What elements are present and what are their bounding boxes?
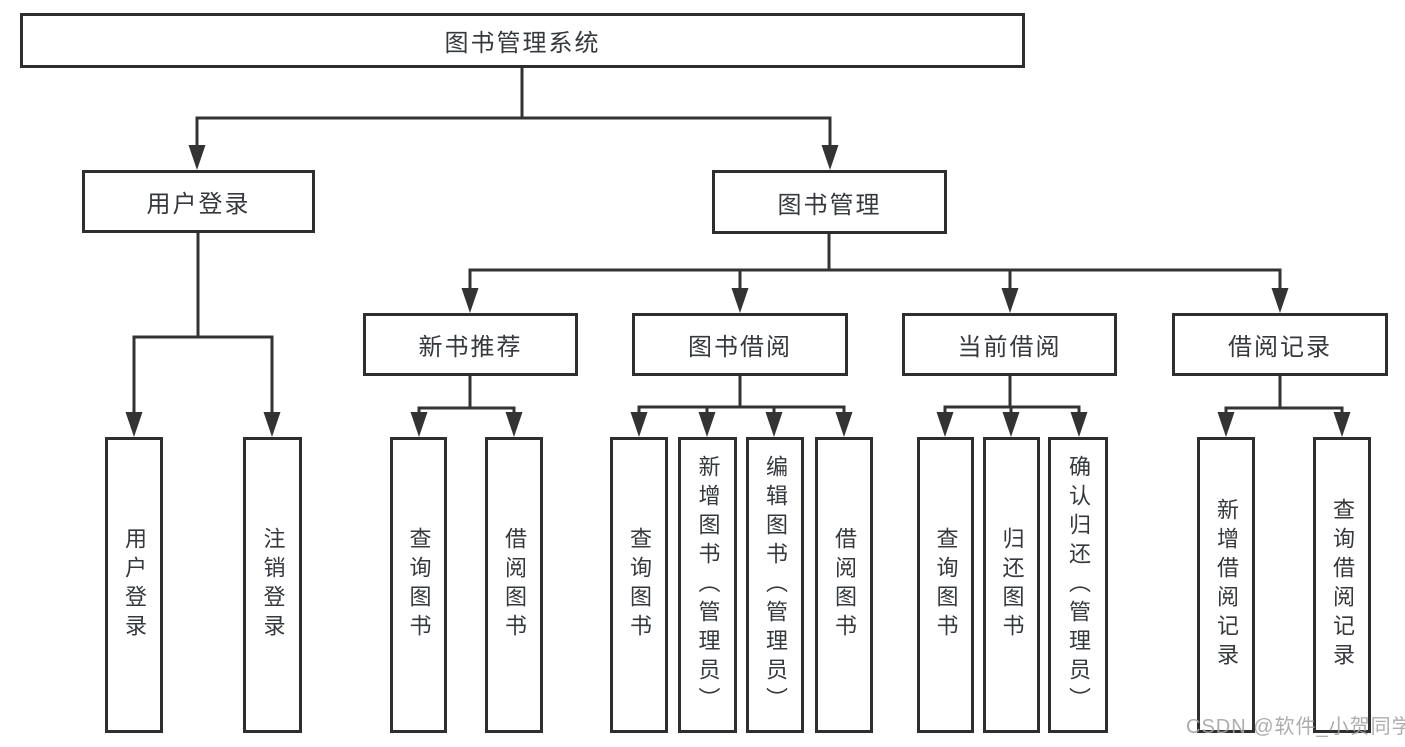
arrowhead: [936, 412, 954, 437]
connector-bookmgmt-to-level3: [468, 232, 1282, 297]
leaf-return-books: 归还图书: [983, 437, 1040, 733]
node-book-borrowing: 图书借阅: [632, 313, 848, 376]
arrowhead: [630, 412, 648, 437]
leaf-query-borrow-record: 查询借阅记录: [1313, 437, 1371, 733]
leaf-borrow-books-recommend: 借阅图书: [485, 437, 543, 733]
arrowhead: [461, 288, 479, 313]
leaf-query-books-borrow-label: 查询图书: [627, 527, 652, 643]
node-book-management-system-label: 图书管理系统: [444, 30, 601, 57]
leaf-borrow-books-recommend-label: 借阅图书: [502, 527, 527, 643]
arrowhead: [1001, 288, 1019, 313]
leaf-query-books-current-label: 查询图书: [933, 527, 959, 643]
node-book-borrowing-label: 图书借阅: [688, 334, 792, 361]
node-book-management-system: 图书管理系统: [20, 13, 1025, 68]
arrowhead: [698, 412, 716, 437]
leaf-add-borrow-record-label: 新增借阅记录: [1214, 498, 1239, 672]
leaf-query-borrow-record-label: 查询借阅记录: [1330, 498, 1355, 672]
arrowhead: [188, 145, 206, 170]
leaf-query-books-borrow: 查询图书: [610, 437, 668, 733]
leaf-confirm-return-admin: 确认归还（管理员）: [1048, 437, 1108, 733]
leaf-logout-label: 注销登录: [260, 527, 286, 643]
leaf-user-login: 用户登录: [105, 437, 163, 733]
arrowhead: [1217, 412, 1235, 437]
csdn-watermark: CSDN @软件_小贺同学: [1186, 716, 1405, 738]
leaf-return-books-label: 归还图书: [999, 527, 1025, 643]
arrowhead: [835, 412, 853, 437]
arrowhead: [731, 288, 749, 313]
arrowhead: [1002, 412, 1020, 437]
node-borrowing-records-label: 借阅记录: [1228, 334, 1332, 361]
connector-records-to-children: [1224, 374, 1344, 422]
node-borrowing-records: 借阅记录: [1172, 313, 1388, 376]
arrowhead: [1070, 412, 1088, 437]
arrowhead: [125, 412, 143, 437]
leaf-query-books-recommend: 查询图书: [390, 437, 447, 733]
leaf-user-login-label: 用户登录: [122, 527, 147, 643]
leaf-logout: 注销登录: [243, 437, 302, 733]
leaf-borrow-books-borrow: 借阅图书: [815, 437, 873, 733]
node-current-borrowing: 当前借阅: [902, 313, 1117, 376]
node-current-borrowing-label: 当前借阅: [957, 334, 1062, 361]
leaf-borrow-books-borrow-label: 借阅图书: [832, 527, 857, 643]
connector-userlogin-to-children: [132, 231, 274, 420]
leaf-add-books-admin: 新增图书（管理员）: [678, 437, 737, 733]
node-user-login-label: 用户登录: [146, 191, 251, 218]
arrowhead: [821, 145, 839, 170]
leaf-edit-books-admin: 编辑图书（管理员）: [746, 437, 804, 733]
arrowhead: [765, 412, 783, 437]
leaf-confirm-return-admin-label: 确认归还（管理员）: [1066, 454, 1091, 716]
leaf-edit-books-admin-label: 编辑图书（管理员）: [763, 454, 788, 716]
node-user-login: 用户登录: [82, 170, 315, 233]
arrowhead: [1271, 288, 1289, 313]
node-new-book-recommend-label: 新书推荐: [418, 334, 523, 361]
connector-recommend-to-children: [417, 374, 516, 422]
node-new-book-recommend: 新书推荐: [363, 313, 578, 376]
node-book-management-label: 图书管理: [777, 191, 882, 219]
connector-borrow-to-children: [637, 374, 846, 422]
arrowhead: [505, 412, 523, 437]
arrowhead: [410, 412, 428, 437]
connector-root-to-level2: [195, 66, 832, 154]
leaf-query-books-recommend-label: 查询图书: [406, 527, 432, 643]
arrowhead: [263, 412, 281, 437]
leaf-add-borrow-record: 新增借阅记录: [1197, 437, 1255, 733]
arrowhead: [1333, 412, 1351, 437]
node-book-management: 图书管理: [712, 170, 947, 234]
leaf-add-books-admin-label: 新增图书（管理员）: [695, 454, 721, 716]
leaf-query-books-current: 查询图书: [917, 437, 974, 733]
